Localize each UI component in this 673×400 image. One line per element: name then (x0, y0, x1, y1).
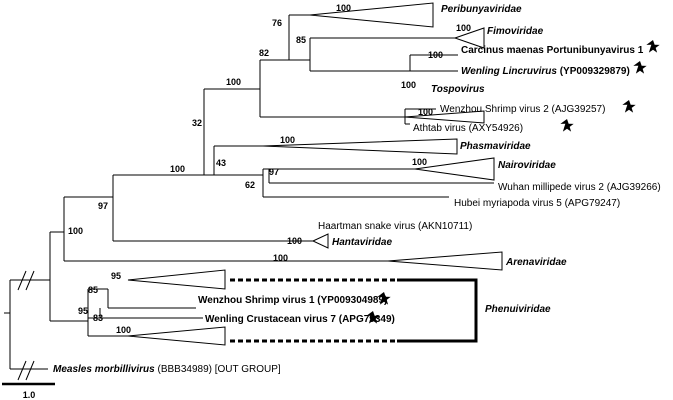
bootstrap-arenaviridae: 100 (273, 253, 288, 263)
phenuiviridae-bracket (230, 278, 478, 343)
bootstrap-85: 85 (88, 285, 98, 295)
clade-triangle-arenaviridae (387, 251, 503, 271)
bootstrap-85-top: 85 (296, 35, 306, 45)
label-wenzhou-shrimp-virus-1: Wenzhou Shrimp virus 1 (YP009304989) (198, 295, 387, 306)
bootstrap-95: 95 (78, 306, 88, 316)
collapsed-clades (127, 2, 503, 346)
axis-break-marks (17, 270, 35, 381)
star-icon (646, 40, 660, 53)
label-phenuiviridae: Phenuiviridae (485, 304, 551, 315)
tree-branches (4, 14, 494, 370)
bootstrap-82: 82 (259, 48, 269, 58)
bootstrap-76: 76 (272, 18, 282, 28)
label-wenling-lincruvirus-name: Wenling Lincruvirus (461, 66, 557, 77)
bootstrap-83: 83 (93, 313, 103, 323)
label-arenaviridae: Arenaviridae (505, 257, 567, 268)
bootstrap-wenzhou2: 100 (418, 107, 433, 117)
clade-triangle-nairoviridae (414, 157, 495, 181)
clade-triangle-phenui-lower (127, 326, 226, 346)
label-measles-accession: (BBB34989) [OUT GROUP] (155, 364, 281, 375)
bootstrap-97: 97 (98, 201, 108, 211)
bootstrap-62: 62 (245, 180, 255, 190)
label-hantaviridae: Hantaviridae (332, 237, 392, 248)
label-nairoviridae: Nairoviridae (498, 160, 556, 171)
bootstrap-97-inner: 97 (269, 167, 279, 177)
label-carcinus-maenas: Carcinus maenas Portunibunyavirus 1 (461, 45, 644, 56)
bootstrap-32: 32 (192, 118, 202, 128)
label-haartman-snake-virus: Haartman snake virus (AKN10711) (318, 221, 472, 232)
clade-triangle-hantaviridae (311, 233, 329, 249)
taxon-labels: Peribunyaviridae Fimoviridae Carcinus ma… (53, 4, 661, 375)
bootstrap-100-bottom: 100 (116, 325, 131, 335)
label-wenling-lincruvirus: Wenling Lincruvirus (YP009329879) (461, 66, 630, 77)
scale-bar: 1.0 (2, 382, 55, 400)
bootstrap-peribunyaviridae: 100 (336, 3, 351, 13)
bootstrap-tospovirus: 100 (401, 80, 416, 90)
bootstrap-43: 43 (216, 158, 226, 168)
label-wenzhou-shrimp-virus-2: Wenzhou Shrimp virus 2 (AJG39257) (440, 104, 605, 115)
clade-triangle-tospovirus (404, 110, 485, 124)
label-athtab-virus: Athtab virus (AXY54926) (413, 123, 523, 134)
scale-bar-label: 1.0 (23, 390, 36, 400)
label-fimoviridae: Fimoviridae (487, 26, 544, 37)
label-peribunyaviridae: Peribunyaviridae (441, 4, 522, 15)
clade-triangle-fimoviridae (453, 27, 485, 49)
label-phasmaviridae: Phasmaviridae (460, 141, 531, 152)
label-wenling-crustacean-virus: Wenling Crustacean virus 7 (APG79349) (205, 314, 395, 325)
bootstrap-100-main: 100 (170, 164, 185, 174)
clade-triangle-phasmaviridae (262, 138, 458, 155)
bootstrap-100-outer: 100 (68, 226, 83, 236)
star-icon (633, 61, 647, 74)
label-measles-morbillivirus: Measles morbillivirus (BBB34989) [OUT GR… (53, 364, 281, 375)
label-hubei-myriapoda-virus: Hubei myriapoda virus 5 (APG79247) (454, 198, 620, 209)
clade-triangle-peribunyaviridae (309, 2, 434, 28)
bootstrap-fimoviridae: 100 (456, 23, 471, 33)
bootstrap-nairoviridae: 100 (412, 157, 427, 167)
label-measles-name: Measles morbillivirus (53, 364, 155, 375)
clade-triangle-phenui-upper (127, 269, 226, 290)
bootstrap-carcinus: 100 (428, 50, 443, 60)
label-wuhan-millipede-virus: Wuhan millipede virus 2 (AJG39266) (498, 182, 661, 193)
star-icon (622, 100, 636, 113)
bootstrap-100-big: 100 (226, 77, 241, 87)
bootstrap-values: 100 100 100 76 85 82 100 100 100 32 100 … (68, 3, 471, 335)
bootstrap-95-top: 95 (111, 271, 121, 281)
label-tospovirus: Tospovirus (431, 84, 485, 95)
bootstrap-phasmaviridae: 100 (280, 135, 295, 145)
label-wenling-lincruvirus-accession: (YP009329879) (557, 66, 630, 77)
star-icon (560, 119, 574, 132)
bootstrap-hantaviridae: 100 (287, 236, 302, 246)
